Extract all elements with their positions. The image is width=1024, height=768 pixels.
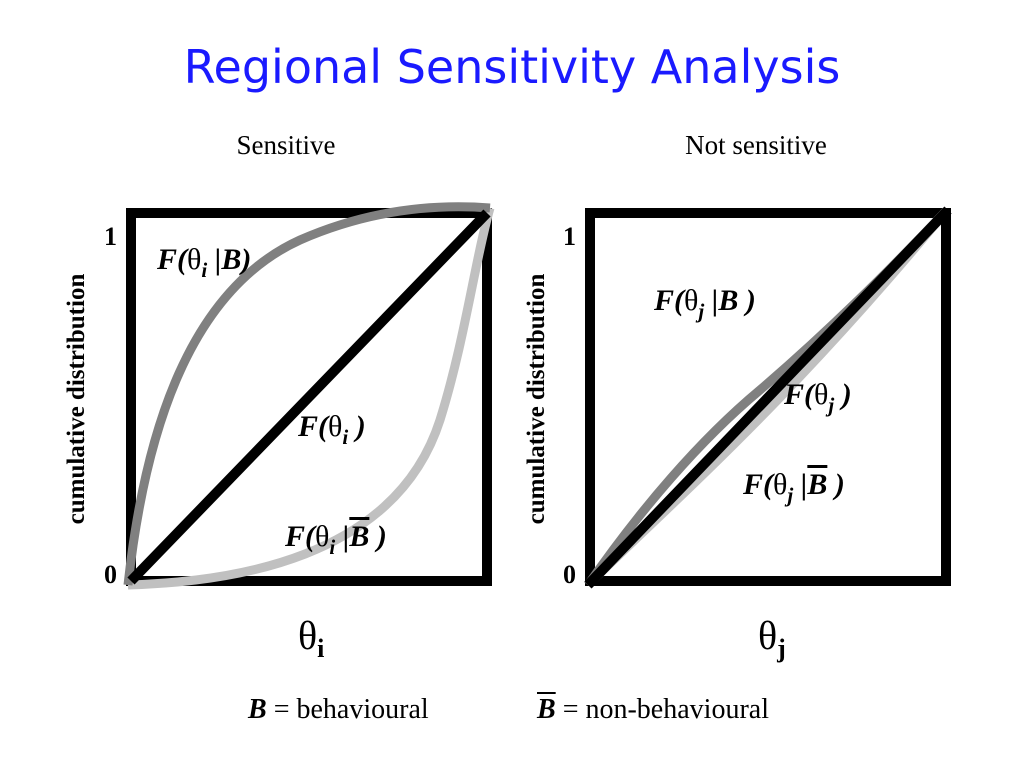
y-axis-label-right: cumulative distribution — [523, 273, 550, 525]
y-axis-label-left: cumulative distribution — [63, 273, 90, 525]
plot-not-sensitive — [584, 206, 952, 589]
label-non-behavioural-right: F(θj |B ) — [743, 468, 845, 507]
label-behavioural-left: F(θi |B) — [157, 243, 252, 282]
tick-top-left: 1 — [104, 222, 117, 251]
panel-heading-not-sensitive: Not sensitive — [685, 130, 827, 160]
legend-non-behavioural: B = non-behavioural — [537, 694, 769, 725]
curve-behavioural-left — [123, 202, 491, 586]
label-prior-right: F(θj ) — [784, 378, 852, 417]
slide-title: Regional Sensitivity Analysis — [183, 40, 841, 94]
x-axis-var-right: θj — [758, 613, 786, 663]
legend-behavioural: B = behavioural — [248, 694, 429, 725]
label-prior-left: F(θi ) — [298, 410, 366, 449]
tick-top-right: 1 — [563, 222, 576, 251]
tick-bottom-right: 0 — [563, 560, 576, 589]
prior-line-left — [127, 209, 491, 585]
prior-line-right — [584, 206, 952, 589]
tick-bottom-left: 0 — [104, 560, 117, 589]
x-axis-var-left: θi — [298, 613, 325, 663]
label-behavioural-right: F(θj |B ) — [654, 284, 756, 323]
plot-frame-right — [585, 208, 951, 586]
label-non-behavioural-left: F(θi |B ) — [285, 520, 387, 559]
plot-sensitive — [123, 202, 495, 590]
plot-frame-left — [126, 208, 492, 586]
panel-heading-sensitive: Sensitive — [236, 130, 336, 160]
curve-non-behavioural-left — [127, 206, 495, 590]
